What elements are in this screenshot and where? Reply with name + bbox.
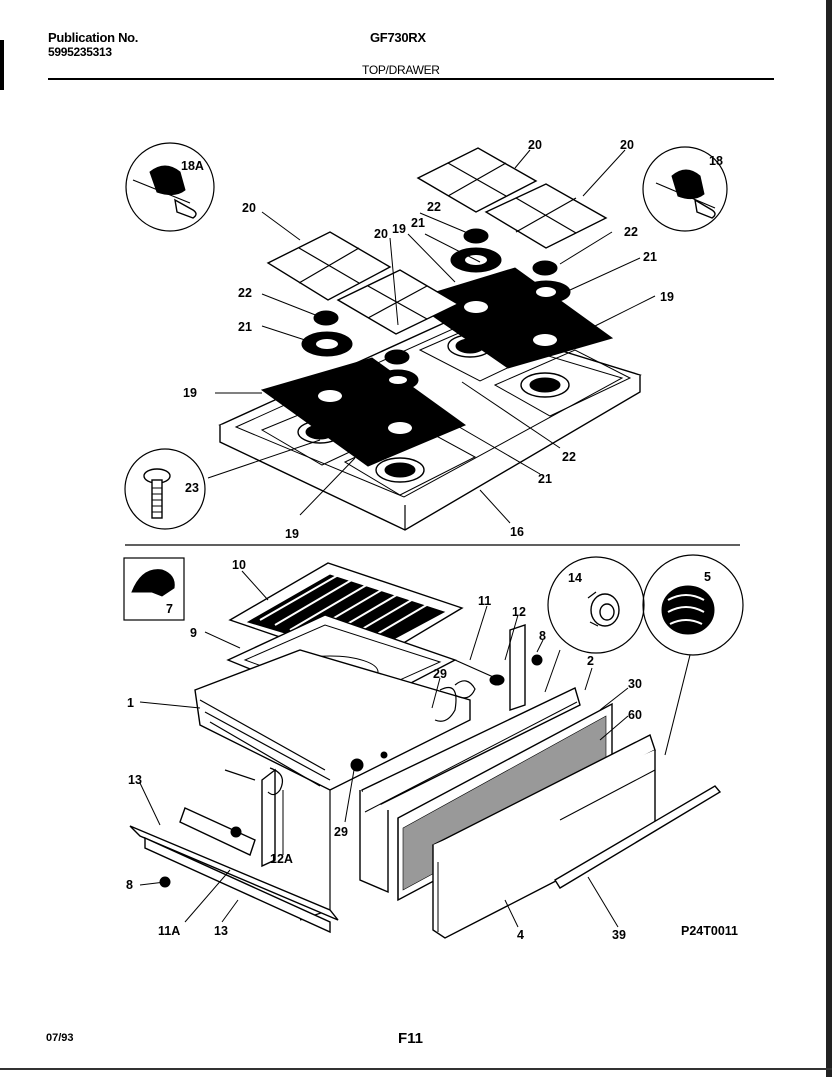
callout-19-b: 19 <box>660 290 674 304</box>
callout-9: 9 <box>190 626 197 640</box>
slide-rails <box>129 807 339 934</box>
publication-label: Publication No. <box>48 30 139 45</box>
page-bottom-edge <box>0 1068 832 1070</box>
callout-2: 2 <box>587 654 594 668</box>
bottom-leaders <box>139 570 691 928</box>
callout-19-c: 19 <box>183 386 197 400</box>
callout-5: 5 <box>704 570 711 584</box>
figure-code: P24T0011 <box>681 924 738 938</box>
burner-cover-right <box>408 267 614 369</box>
callout-8-b: 8 <box>126 878 133 892</box>
header-rule <box>48 78 774 80</box>
callout-7: 7 <box>166 602 173 616</box>
callout-21-c: 21 <box>238 320 252 334</box>
callout-1: 1 <box>127 696 134 710</box>
callout-20-d: 20 <box>374 227 388 241</box>
callout-20-b: 20 <box>528 138 542 152</box>
top-leaders <box>207 149 656 524</box>
drawer-brackets <box>159 624 543 888</box>
callout-22-a: 22 <box>427 200 441 214</box>
callout-12a: 12A <box>270 852 293 866</box>
drawer-inner-panel <box>359 687 581 894</box>
callout-39: 39 <box>612 928 626 942</box>
publication-number: 5995235313 <box>48 45 112 59</box>
callout-12: 12 <box>512 605 526 619</box>
callout-18a: 18A <box>181 159 204 173</box>
callout-20-a: 20 <box>242 201 256 215</box>
callout-30: 30 <box>628 677 642 691</box>
callout-20-c: 20 <box>620 138 634 152</box>
binding-mark <box>0 40 4 90</box>
callout-labels: 18A 18 20 20 20 20 22 22 22 22 21 21 21 … <box>126 138 738 942</box>
detail-circle-14 <box>547 556 645 654</box>
callout-13-a: 13 <box>128 773 142 787</box>
callout-10: 10 <box>232 558 246 572</box>
callout-19-d: 19 <box>285 527 299 541</box>
drawer-trim <box>554 785 722 889</box>
drawer-front <box>432 734 656 939</box>
detail-circle-18a <box>125 142 215 232</box>
section-title: TOP/DRAWER <box>362 63 440 77</box>
detail-circle-18 <box>642 146 728 232</box>
detail-box-7 <box>123 557 185 621</box>
callout-16: 16 <box>510 525 524 539</box>
detail-circle-5 <box>642 554 744 656</box>
detail-circle-23 <box>124 448 206 530</box>
callout-18: 18 <box>709 154 723 168</box>
callout-22-c: 22 <box>238 286 252 300</box>
callout-29-a: 29 <box>433 667 447 681</box>
footer-page: F11 <box>398 1030 424 1047</box>
callout-23: 23 <box>185 481 199 495</box>
footer-date: 07/93 <box>46 1032 74 1044</box>
grates <box>266 147 608 335</box>
callout-21-b: 21 <box>643 250 657 264</box>
callout-14: 14 <box>568 571 582 585</box>
callout-22-b: 22 <box>624 225 638 239</box>
model-number: GF730RX <box>370 30 426 45</box>
callout-4: 4 <box>517 928 524 942</box>
callout-29-b: 29 <box>334 825 348 839</box>
callout-22-d: 22 <box>562 450 576 464</box>
callout-21-a: 21 <box>411 216 425 230</box>
page-edge <box>826 0 832 1077</box>
callout-11: 11 <box>478 594 491 608</box>
callout-13-b: 13 <box>214 924 228 938</box>
callout-21-d: 21 <box>538 472 552 486</box>
callout-11a: 11A <box>158 924 180 938</box>
burner-cover-left <box>260 357 467 467</box>
callout-19-a: 19 <box>392 222 406 236</box>
callout-8-a: 8 <box>539 629 546 643</box>
callout-60: 60 <box>628 708 642 722</box>
